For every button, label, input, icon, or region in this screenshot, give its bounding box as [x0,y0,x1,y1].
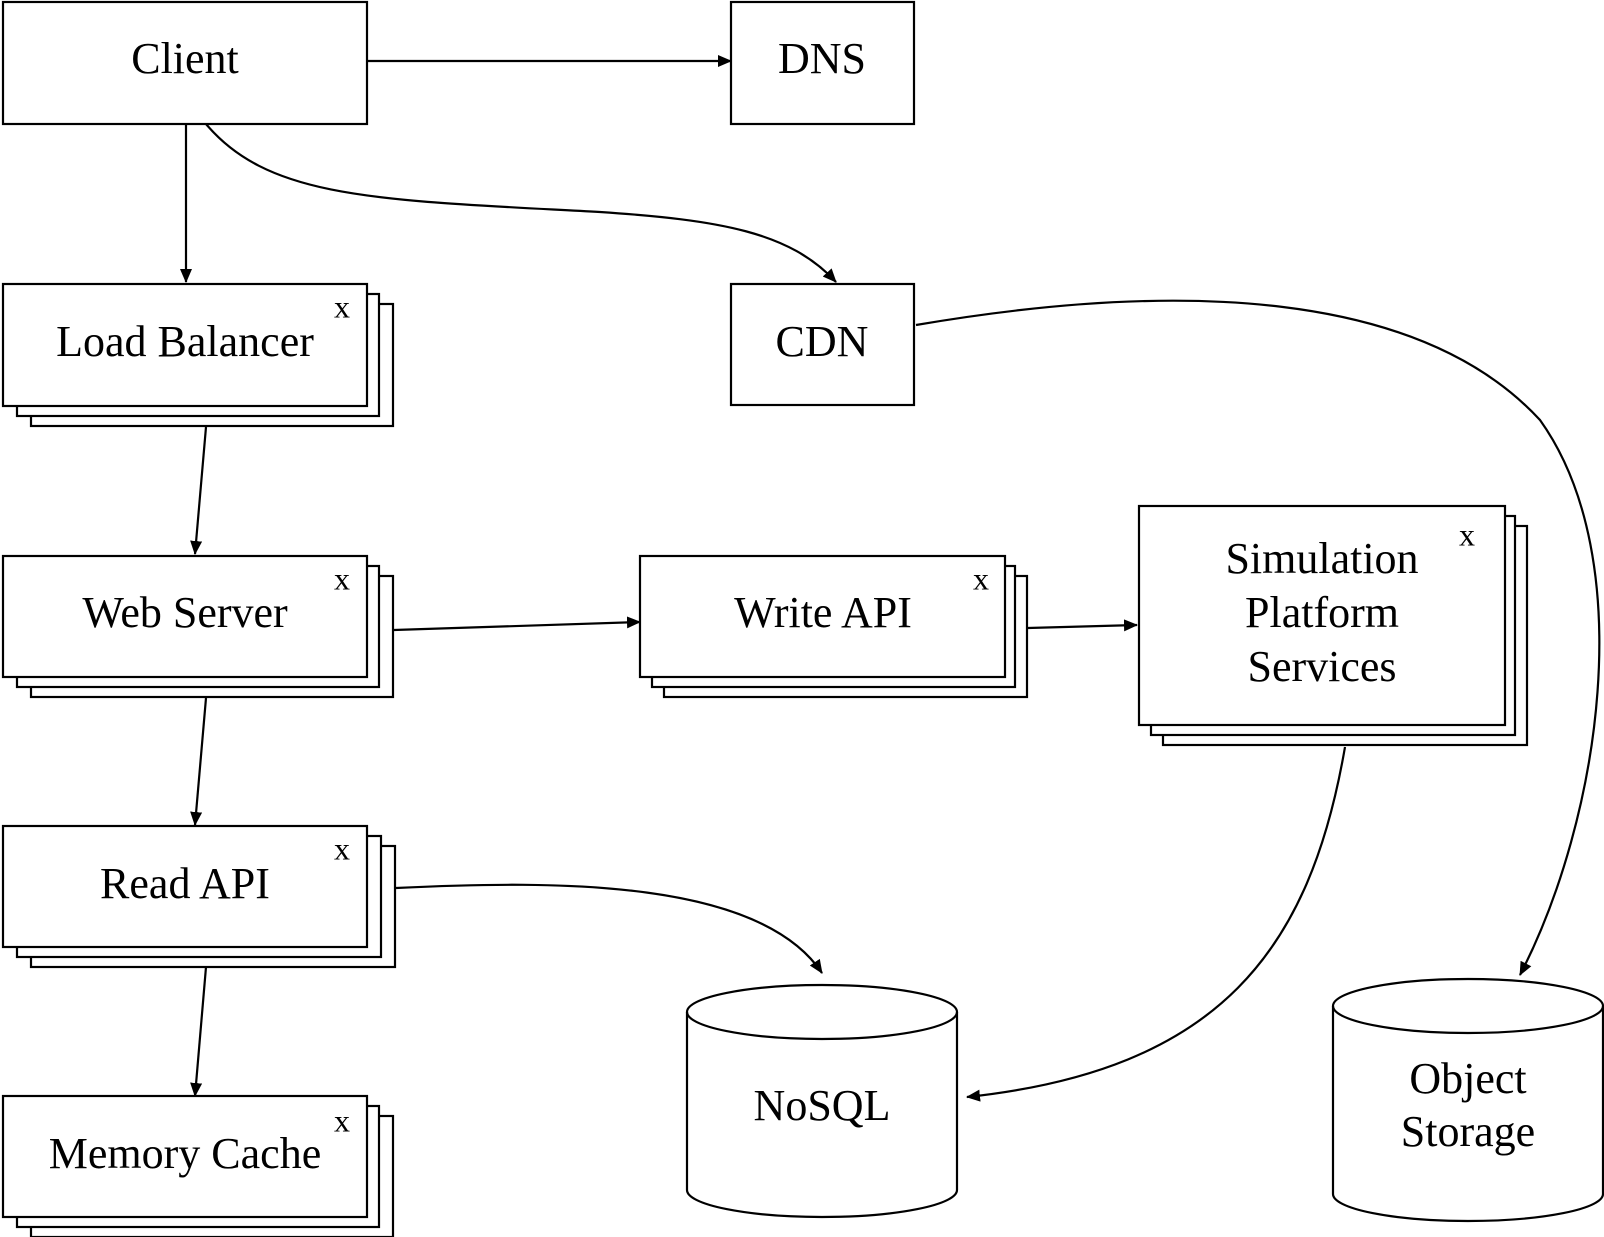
simulation-replica-mark: x [1459,516,1475,552]
dns-node: DNS [729,0,916,126]
read-api-replica-mark: x [334,830,350,866]
edge-web-server-to-read-api [190,697,208,826]
web-server-replica-mark: x [334,560,350,596]
client-node: Client [1,0,369,126]
simulation-label-line-2: Platform [1245,588,1399,637]
edge-load-balancer-to-web-server [190,426,208,555]
read-api-node: Read API x [1,824,397,969]
edges [180,55,1601,1102]
edge-read-api-to-memory-cache [190,966,208,1097]
client-label: Client [131,34,239,83]
write-api-node: Write API x [638,554,1029,699]
dns-label: DNS [778,34,866,83]
read-api-label: Read API [100,859,270,908]
write-api-label: Write API [734,588,912,637]
memory-cache-label: Memory Cache [49,1129,321,1178]
object-storage-label-line-2: Storage [1401,1107,1535,1156]
memory-cache-replica-mark: x [334,1102,350,1138]
web-server-node: Web Server x [1,554,395,699]
edge-cdn-to-object-storage [915,299,1601,976]
nosql-node: NoSQL [685,983,959,1219]
object-storage-label-line-1: Object [1409,1054,1526,1103]
simulation-label-line-3: Services [1247,642,1396,691]
nosql-label: NoSQL [754,1081,891,1130]
load-balancer-node: Load Balancer x [1,282,395,428]
web-server-label: Web Server [82,588,288,637]
edge-client-to-cdn [205,123,837,283]
load-balancer-label: Load Balancer [56,317,314,366]
load-balancer-replica-mark: x [334,288,350,324]
write-api-replica-mark: x [973,560,989,596]
memory-cache-node: Memory Cache x [1,1094,395,1237]
simulation-label-line-1: Simulation [1225,534,1418,583]
cdn-label: CDN [776,317,869,366]
edge-web-server-to-write-api [393,616,641,632]
simulation-platform-services-node: Simulation Platform Services x [1137,504,1529,747]
edge-write-api-to-simulation [1027,619,1138,632]
cdn-node: CDN [729,282,916,407]
edge-read-api-to-nosql [395,883,823,974]
edge-simulation-to-nosql [966,746,1347,1102]
object-storage-node: Object Storage [1331,977,1604,1223]
